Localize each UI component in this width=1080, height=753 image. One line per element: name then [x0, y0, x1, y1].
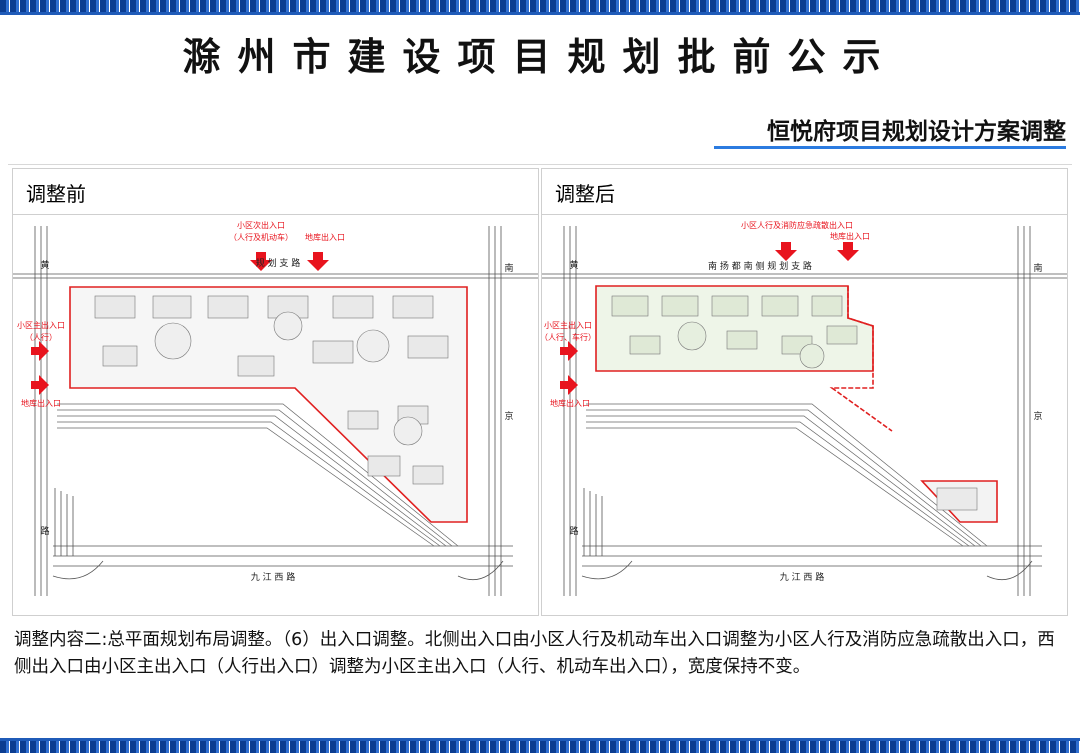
label-garage-west: 地库出入口: [550, 398, 590, 408]
top-border-stripe: [0, 0, 1080, 15]
road-label-north: 南 扬 都 南 侧 规 划 支 路: [708, 260, 812, 272]
entrance-arrow-down-icon: [775, 242, 797, 261]
subtitle-underline: [714, 146, 1066, 149]
label-garage-north: 地库出入口: [305, 232, 345, 242]
road-label-east-mid: 京: [1033, 410, 1042, 422]
railway-curve: [586, 403, 988, 547]
road-label-west-bottom: 路: [569, 525, 578, 537]
project-subtitle: 恒悦府项目规划设计方案调整: [767, 119, 1066, 145]
road-network: [542, 226, 1067, 596]
road-network: [13, 226, 538, 596]
panel-before-heading: 调整前: [13, 169, 538, 215]
adjustment-description: 调整内容二:总平面规划布局调整。（6）出入口调整。北侧出入口由小区人行及机动车出…: [14, 630, 1055, 677]
label-main-gate-sub: （人行）: [25, 332, 57, 342]
bottom-border-stripe: [0, 738, 1080, 753]
entrance-arrow-right-icon: [560, 375, 578, 395]
road-label-north: 规 划 支 路: [256, 257, 301, 269]
header-divider: [8, 164, 1072, 165]
site-plan-after: 小区人行及消防应急疏散出入口 地库出入口 小区主出入口 （人行、车行） 地库出入…: [542, 220, 1067, 596]
label-fire-gate: 小区人行及消防应急疏散出入口: [741, 220, 853, 230]
panel-after-heading: 调整后: [542, 169, 1067, 215]
road-label-west-top: 黄: [40, 259, 49, 271]
building-blocks: [94, 295, 449, 485]
page-title: 滁州市建设项目规划批前公示: [182, 35, 898, 79]
panel-before: 调整前: [12, 168, 539, 616]
label-secondary-gate-sub: （人行及机动车）: [229, 232, 293, 242]
railway-curve: [57, 403, 459, 547]
label-garage-north: 地库出入口: [830, 231, 870, 241]
road-label-west-top: 黄: [569, 259, 578, 271]
road-label-east-mid: 京: [504, 410, 513, 422]
label-main-gate-sub: （人行、车行）: [542, 332, 596, 342]
label-main-gate: 小区主出入口: [544, 320, 592, 330]
road-label-south: 九 江 西 路: [780, 571, 825, 583]
entrance-arrow-right-icon: [560, 341, 578, 361]
label-main-gate: 小区主出入口: [17, 320, 65, 330]
entrance-arrow-right-icon: [31, 375, 49, 395]
entrance-arrow-right-icon: [31, 341, 49, 361]
entrance-arrow-down-icon: [837, 242, 859, 261]
building-blocks: [611, 295, 978, 511]
panel-after: 调整后: [541, 168, 1068, 616]
road-label-south: 九 江 西 路: [251, 571, 296, 583]
site-plan-before: 小区次出入口 （人行及机动车） 地库出入口 小区主出入口 （人行） 地库出入口 …: [13, 220, 538, 596]
road-label-east-top: 南: [1033, 262, 1042, 274]
site-boundary: [69, 286, 468, 523]
entrance-arrow-down-icon: [307, 252, 329, 271]
road-label-east-top: 南: [504, 262, 513, 274]
entrance-arrow-down-icon: [250, 252, 272, 271]
label-garage-west: 地库出入口: [21, 398, 61, 408]
road-label-west-bottom: 路: [40, 525, 49, 537]
label-secondary-gate: 小区次出入口: [237, 220, 285, 230]
